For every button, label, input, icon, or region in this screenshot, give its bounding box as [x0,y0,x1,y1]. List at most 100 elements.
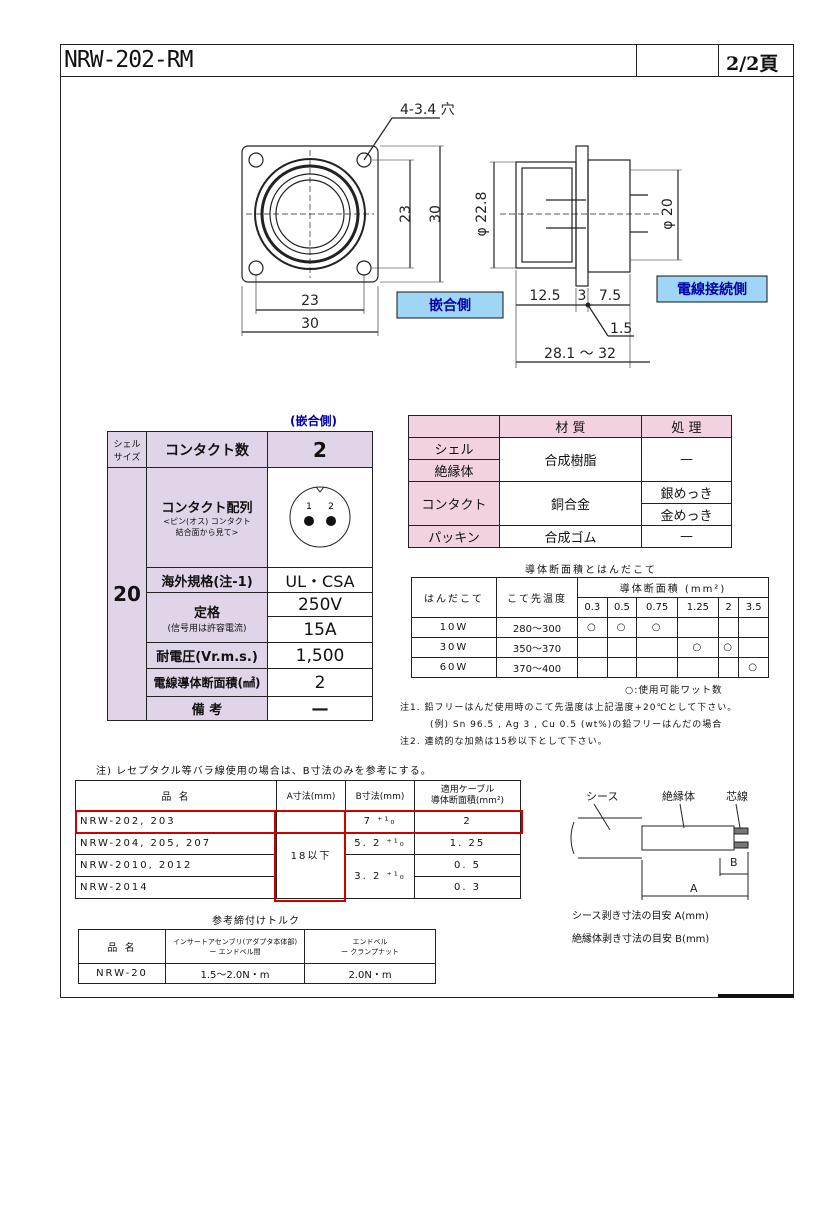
size-1-25: 1.25 [677,597,719,618]
mark: ○ [738,657,769,678]
mark [636,657,679,678]
bottom-bar [718,994,794,998]
part-number-title: NRW-202-RM [64,47,193,73]
torque-name: NRW-20 [78,963,166,984]
cable-row-area: 1. 25 [414,832,521,855]
cable-row-b: 5. 2 ⁺¹₀ [345,832,415,855]
mark: ○ [677,637,719,658]
mark [606,637,638,658]
overseas-value: UL・CSA [267,567,373,593]
resin-value: 合成樹脂 [499,437,642,482]
materials-header-finish: 処 理 [641,415,732,438]
torque-table: 品 名 インサートアセンブリ(アダプタ本体部) ー エンドベル間 エンドベル ー… [78,929,436,984]
remarks-value: — [267,696,373,721]
torque-v2: 2.0N・m [304,963,436,984]
mark [677,657,719,678]
cable-table: 品 名 A寸法(mm) B寸法(mm) 適用ケーブル 導体断面積(mm²) NR… [75,780,521,899]
flange-outline [241,145,379,283]
connector-drawing: 4-3.4 穴 23 30 23 30 φ 22.8 φ 20 12.5 3 7… [241,102,768,368]
strip-legend-b: 絶縁体剥き寸法の目安 B(mm) [572,934,710,945]
temp-60: 370～400 [496,657,578,678]
torque-title: 参考締付けトルク [212,916,300,927]
torque-h-col1b: ー エンドベル間 [209,947,261,956]
watt-10: 10W [411,617,497,638]
contact-count-value: 2 [267,431,373,468]
page-frame [60,44,794,998]
packing-label: パッキン [408,525,500,548]
mark [738,637,769,658]
contact-count-header: コンタクト数 [146,431,268,468]
torque-h-col1a: インサートアセンブリ(アダプタ本体部) [172,937,298,946]
highlight-a-column [274,810,346,902]
size-0-5: 0.5 [606,597,638,618]
layout-sub1: <ピン(オス) コンタクト [163,517,251,526]
mark: ○ [577,617,608,638]
dim-total-length: 28.1 ～ 32 [544,346,616,362]
dim-1-5: 1.5 [610,321,632,337]
spec-table: シェル サイズ コンタクト数 2 20 コンタクト配列 <ピン(オス) コンタク… [107,431,373,721]
header-cell-divider [718,44,719,76]
dim-dia-20: φ 20 [660,198,676,230]
b-label: B [730,856,738,869]
solder-title: 導体断面積とはんだこて [525,565,657,576]
connector-body-side [515,161,577,269]
dim-7-5: 7.5 [599,288,621,304]
packing-finish: — [641,525,732,548]
temp-30: 350～370 [496,637,578,658]
contact-layout-diagram: 1 2 [289,486,351,547]
mark [738,617,769,638]
strip-legend-a: シース剥き寸法の目安 A(mm) [572,911,709,922]
size-2: 2 [717,597,740,618]
watt-60: 60W [411,657,497,678]
header-cell-divider [636,44,637,76]
cable-h-area: 適用ケーブル 導体断面積(mm²) [414,780,521,811]
remarks-label: 備 考 [146,696,268,721]
pin-2-label: 2 [328,502,334,512]
cable-h-b: B寸法(mm) [345,780,415,811]
contact-label: コンタクト [408,481,500,526]
solder-table: はんだこて こて先温度 導体断面積 (mm²) 0.3 0.5 0.75 1.2… [411,577,769,678]
mark [677,617,719,638]
solder-legend: ○:使用可能ワット数 [625,685,723,696]
cable-row-area: 0. 5 [414,854,521,877]
wire-strip-diagram: シース 絶縁体 芯線 B A [570,789,749,900]
mark: ○ [636,617,679,638]
dim-23-horizontal: 23 [301,293,319,309]
rating-label: 定格 [193,605,220,621]
solder-h-area: 導体断面積 (mm²) [577,577,769,598]
wire-side-box [656,275,768,303]
wire-area-value: 2 [267,668,373,697]
watt-30: 30W [411,637,497,658]
cable-note: 注) レセプタクル等バラ線使用の場合は、B寸法のみを参考にする。 [96,766,432,777]
layout-sub2: 結合面から見て> [175,528,239,537]
dim-3: 3 [578,288,587,304]
size-0-75: 0.75 [636,597,679,618]
rating-current: 15A [267,616,373,643]
dim-30-horizontal: 30 [301,316,319,332]
withstand-value: 1,500 [267,642,373,669]
layout-title: コンタクト配列 [161,501,253,516]
mating-side-box [396,291,504,319]
cable-h-name: 品 名 [75,780,277,811]
materials-table: 材 質 処 理 シェル 合成樹脂 — 絶縁体 コンタクト 銅合金 銀めっき 金め… [408,415,732,548]
cable-row-name: NRW-204, 205, 207 [75,832,277,855]
sheath-label: シース [586,790,618,803]
shell-size-value: 20 [107,467,147,721]
header-divider [60,76,794,77]
cable-row-area: 0. 3 [414,876,521,899]
mark: ○ [606,617,638,638]
cable-a-merged: 18以下 [276,810,346,899]
insulator-label: 絶縁体 [408,459,500,482]
pin-1-label: 1 [306,502,312,512]
mark [717,657,740,678]
wire-area-label: 電線導体断面積(㎟) [146,668,268,697]
rating-voltage: 250V [267,592,373,617]
insulator-label: 絶縁体 [662,789,695,803]
wire-side-label: 電線接続側 [677,281,747,298]
mating-side-label: 嵌合側 [429,297,471,314]
core-label: 芯線 [726,789,748,803]
cable-h-a: A寸法(mm) [276,780,346,811]
dim-23-vertical: 23 [398,205,414,223]
solder-h-temp1: こて先温度 [507,594,567,605]
rating-sub: (信号用は許容電流) [167,623,247,634]
